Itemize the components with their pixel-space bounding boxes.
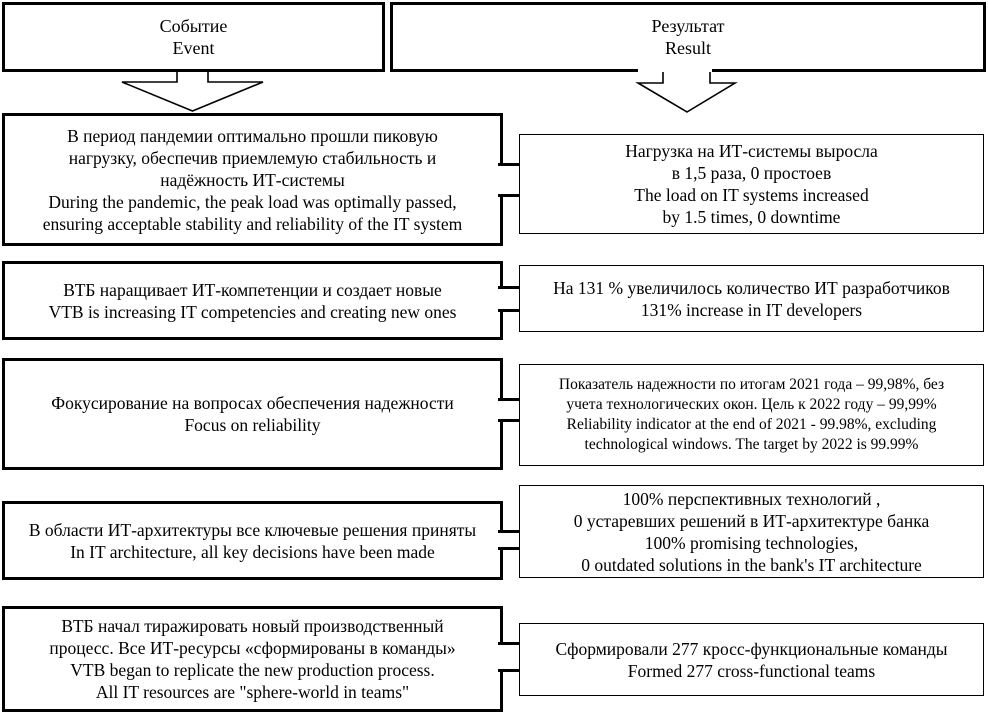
result-down-arrow-icon [635, 72, 738, 113]
event-box-5: ВТБ начал тиражировать новый производств… [2, 606, 503, 712]
result-box-4: 100% перспективных технологий , 0 устаре… [519, 485, 984, 578]
connector-tab-2 [498, 286, 520, 312]
connector-tab-1 [498, 163, 520, 197]
result-text-4: 100% перспективных технологий , 0 устаре… [573, 488, 930, 575]
event-box-3: Фокусирование на вопросах обеспечения на… [2, 358, 503, 470]
event-text-4: В области ИТ-архитектуры все ключевые ре… [28, 519, 477, 562]
connector-tab-5 [498, 642, 520, 672]
result-text-5: Сформировали 277 кросс-функциональные ко… [555, 638, 948, 681]
event-text-5: ВТБ начал тиражировать новый производств… [49, 616, 456, 702]
event-text-2: ВТБ наращивает ИТ-компетенции и создает … [48, 279, 457, 322]
header-result-box: Результат Result [390, 2, 986, 72]
event-text-3: Фокусирование на вопросах обеспечения на… [51, 393, 454, 435]
result-box-2: На 131 % увеличилось количество ИТ разра… [519, 265, 984, 332]
result-arrow-border-gap [638, 66, 712, 74]
event-box-2: ВТБ наращивает ИТ-компетенции и создает … [2, 261, 503, 340]
result-text-3: Показатель надежности по итогам 2021 год… [558, 376, 945, 453]
result-box-5: Сформировали 277 кросс-функциональные ко… [519, 623, 984, 696]
result-box-3: Показатель надежности по итогам 2021 год… [519, 364, 984, 466]
connector-tab-3 [498, 398, 520, 422]
event-down-arrow-icon [121, 72, 264, 112]
connector-tab-4 [498, 530, 520, 550]
result-text-2: На 131 % увеличилось количество ИТ разра… [553, 277, 950, 320]
header-result-label: Результат Result [651, 16, 725, 58]
header-event-label: Событие Event [159, 16, 228, 58]
event-box-4: В области ИТ-архитектуры все ключевые ре… [2, 501, 503, 580]
event-text-1: В период пандемии оптимально прошли пико… [42, 125, 463, 234]
event-box-1: В период пандемии оптимально прошли пико… [2, 113, 503, 246]
header-event-box: Событие Event [2, 2, 385, 72]
result-box-1: Нагрузка на ИТ-системы выросла в 1,5 раз… [519, 134, 984, 234]
result-text-1: Нагрузка на ИТ-системы выросла в 1,5 раз… [625, 141, 878, 227]
